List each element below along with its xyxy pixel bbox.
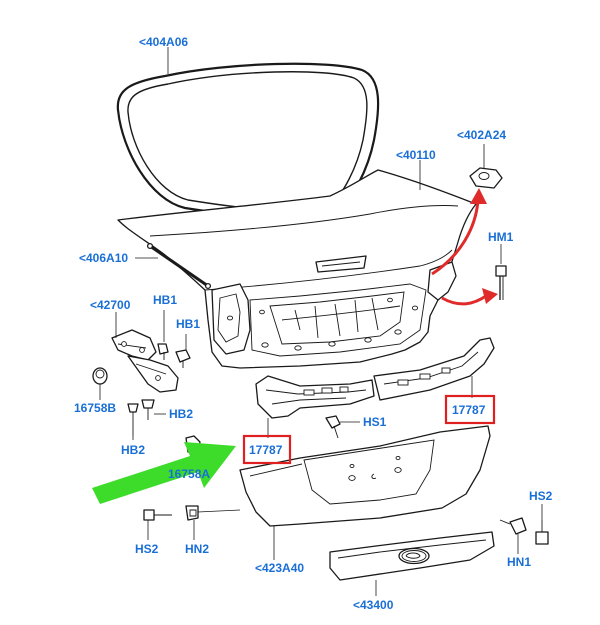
label-hn2: HN2 [185, 542, 209, 556]
label-hn1: HN1 [507, 555, 531, 569]
label-hb2-b: HB2 [121, 443, 145, 457]
reinforcement-17787-right [373, 337, 495, 401]
ford-oval-emblem-icon [398, 547, 430, 565]
label-42700: <42700 [90, 298, 131, 312]
label-hs2-left: HS2 [135, 542, 159, 556]
label-17787-right: 17787 [452, 403, 486, 417]
nut-hn2 [185, 505, 241, 540]
label-406a10: <406A10 [79, 251, 128, 265]
label-40110: <40110 [396, 148, 436, 162]
hinge-bolt-hb2 [127, 399, 166, 440]
red-arrow-icon [431, 188, 498, 306]
trunk-lid-panel [117, 160, 477, 369]
screw-hs2-left [143, 509, 172, 540]
label-hb1-b: HB1 [176, 317, 200, 331]
label-43400: <43400 [353, 598, 394, 612]
label-404a06: <404A06 [139, 35, 188, 49]
label-hb2-a: HB2 [169, 407, 193, 421]
highlight-box-left [242, 434, 292, 465]
screw-hs2-right [535, 504, 549, 545]
reinforcement-17787-left [255, 375, 375, 438]
label-17787-left: 17787 [249, 443, 283, 457]
label-hs2-right: HS2 [529, 489, 553, 503]
highlight-box-right [444, 394, 496, 425]
label-hm1: HM1 [488, 230, 514, 244]
label-423a40: <423A40 [255, 561, 304, 575]
rubber-bumper-16758b [92, 367, 108, 400]
trunk-hinge [111, 312, 179, 393]
label-402a24: <402A24 [457, 128, 506, 142]
nut-hn1 [499, 517, 527, 554]
trunk-moulding-43400 [329, 531, 495, 596]
label-16758b: 16758B [74, 401, 116, 415]
label-hs1: HS1 [363, 415, 387, 429]
trunk-applique-423a40 [239, 425, 491, 560]
label-hb1-a: HB1 [153, 293, 177, 307]
pin-hm1 [495, 244, 507, 300]
screw-hs1 [325, 415, 360, 439]
green-arrow-icon [92, 442, 236, 504]
trunk-lid-strut [135, 242, 212, 290]
hinge-bolt-hb1 [157, 310, 191, 368]
push-clip-402a24 [469, 144, 503, 189]
label-16758a: 16758A [168, 467, 210, 481]
